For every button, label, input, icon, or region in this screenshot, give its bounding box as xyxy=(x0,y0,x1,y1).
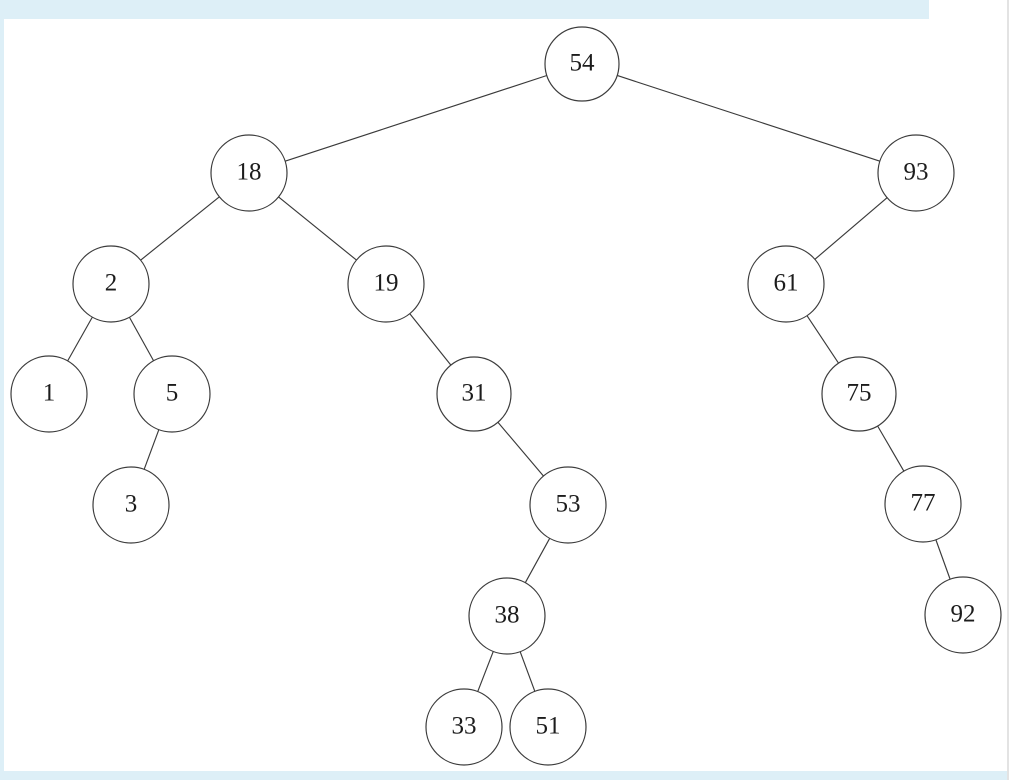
tree-edge-2-to-5 xyxy=(128,316,155,362)
node-circle-54[interactable] xyxy=(544,26,620,102)
tree-edge-54-to-93 xyxy=(616,74,881,162)
tree-node-93[interactable]: 93 xyxy=(877,134,955,212)
node-circle-31[interactable] xyxy=(436,356,512,432)
node-label-5: 5 xyxy=(166,380,179,407)
node-label-75: 75 xyxy=(847,380,872,407)
node-circle-3[interactable] xyxy=(92,466,170,544)
tree-edges-layer xyxy=(67,74,951,692)
node-circle-1[interactable] xyxy=(10,355,88,433)
tree-node-3[interactable]: 3 xyxy=(92,466,170,544)
tree-node-54[interactable]: 54 xyxy=(544,26,620,102)
node-circle-92[interactable] xyxy=(924,576,1002,654)
tree-node-2[interactable]: 2 xyxy=(72,245,150,323)
tree-node-53[interactable]: 53 xyxy=(529,466,607,544)
node-label-53: 53 xyxy=(556,491,581,518)
tree-node-92[interactable]: 92 xyxy=(924,576,1002,654)
tree-node-77[interactable]: 77 xyxy=(884,465,962,543)
node-circle-61[interactable] xyxy=(747,245,825,323)
node-circle-38[interactable] xyxy=(468,577,546,655)
tree-node-38[interactable]: 38 xyxy=(468,577,546,655)
tree-node-75[interactable]: 75 xyxy=(821,356,897,432)
node-label-19: 19 xyxy=(374,270,399,297)
node-label-51: 51 xyxy=(536,713,561,740)
node-label-1: 1 xyxy=(43,380,56,407)
node-label-2: 2 xyxy=(105,270,118,297)
tree-edge-77-to-92 xyxy=(935,539,951,580)
tree-edge-61-to-75 xyxy=(806,315,840,364)
tree-edge-2-to-1 xyxy=(67,316,93,362)
node-circle-18[interactable] xyxy=(210,134,288,212)
page-chrome-top xyxy=(0,0,929,19)
node-label-31: 31 xyxy=(462,380,487,407)
tree-node-18[interactable]: 18 xyxy=(210,134,288,212)
tree-node-1[interactable]: 1 xyxy=(10,355,88,433)
tree-edge-38-to-51 xyxy=(519,651,536,692)
tree-edge-93-to-61 xyxy=(814,197,888,260)
node-circle-33[interactable] xyxy=(425,688,503,766)
node-circle-5[interactable] xyxy=(133,355,211,433)
node-label-93: 93 xyxy=(904,159,929,186)
node-circle-77[interactable] xyxy=(884,465,962,543)
tree-edge-31-to-53 xyxy=(497,421,544,477)
node-label-33: 33 xyxy=(452,713,477,740)
tree-node-61[interactable]: 61 xyxy=(747,245,825,323)
tree-nodes-layer: 54 18 93 2 19 61 1 5 31 75 3 53 77 38 92 33 51 xyxy=(10,26,1002,766)
tree-edge-38-to-33 xyxy=(477,651,494,692)
tree-edge-18-to-19 xyxy=(278,196,357,261)
tree-edge-54-to-18 xyxy=(284,74,548,162)
node-label-92: 92 xyxy=(951,601,976,628)
tree-edge-19-to-31 xyxy=(409,313,452,366)
tree-edge-5-to-3 xyxy=(143,429,160,470)
node-circle-93[interactable] xyxy=(877,134,955,212)
node-circle-75[interactable] xyxy=(821,356,897,432)
canvas-right-edge-divider xyxy=(1007,0,1009,780)
node-label-54: 54 xyxy=(570,50,596,77)
page-chrome-left xyxy=(0,0,4,780)
node-label-18: 18 xyxy=(237,159,262,186)
node-circle-53[interactable] xyxy=(529,466,607,544)
node-label-3: 3 xyxy=(125,491,138,518)
tree-edge-75-to-77 xyxy=(877,425,905,472)
tree-node-5[interactable]: 5 xyxy=(133,355,211,433)
tree-edge-53-to-38 xyxy=(524,538,551,583)
page-chrome-bottom xyxy=(0,771,1007,780)
node-circle-2[interactable] xyxy=(72,245,150,323)
node-circle-51[interactable] xyxy=(509,688,587,766)
tree-node-31[interactable]: 31 xyxy=(436,356,512,432)
tree-edge-18-to-2 xyxy=(140,196,220,261)
node-label-61: 61 xyxy=(774,270,799,297)
node-circle-19[interactable] xyxy=(347,245,425,323)
tree-node-33[interactable]: 33 xyxy=(425,688,503,766)
tree-node-19[interactable]: 19 xyxy=(347,245,425,323)
node-label-38: 38 xyxy=(495,602,520,629)
tree-node-51[interactable]: 51 xyxy=(509,688,587,766)
node-label-77: 77 xyxy=(911,490,936,517)
